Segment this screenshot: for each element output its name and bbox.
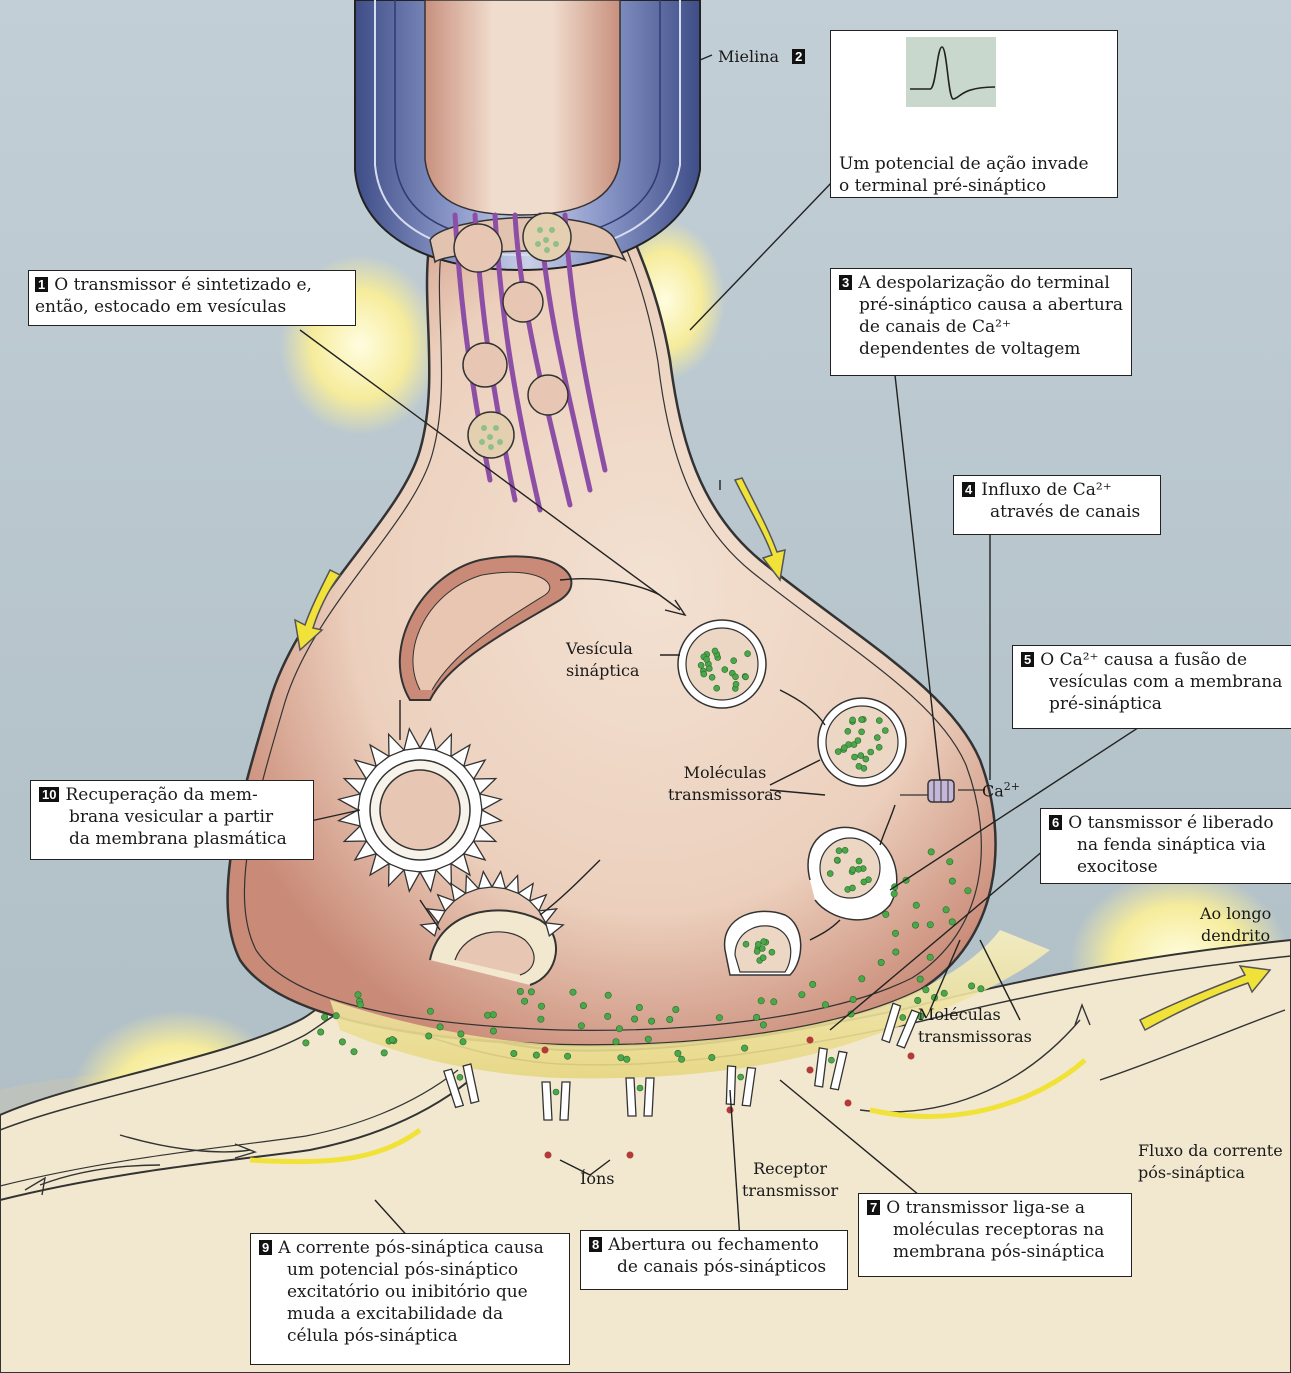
step-5-number: 5 <box>1021 652 1034 667</box>
step-3-number: 3 <box>839 275 852 290</box>
synaptic-vesicle-label: Vesícula sináptica <box>566 638 639 682</box>
step-10-number: 10 <box>39 787 59 802</box>
step-6-number: 6 <box>1049 815 1062 830</box>
transmitter-molecules-label-pre: Moléculas transmissoras <box>668 762 782 806</box>
ions-label: Íons <box>580 1168 614 1190</box>
along-dendrite-label: Ao longo dendrito <box>1200 903 1271 947</box>
myelin-label: Mielina 2 <box>718 46 811 68</box>
receptor-label: Receptor transmissor <box>742 1158 838 1202</box>
action-potential-inset <box>900 34 1000 114</box>
transmitter-molecules-label-post: Moléculas transmissoras <box>918 1004 1032 1048</box>
calcium-label: Ca2+ <box>982 776 1020 802</box>
step-4-number: 4 <box>962 482 975 497</box>
step-8-number: 8 <box>589 1237 602 1252</box>
step-1-number: 1 <box>35 277 48 292</box>
step-2-number: 2 <box>792 49 805 64</box>
step-7-number: 7 <box>867 1200 880 1215</box>
current-flow-label: Fluxo da corrente pós-sináptica <box>1138 1140 1283 1184</box>
step-9-number: 9 <box>259 1240 272 1255</box>
